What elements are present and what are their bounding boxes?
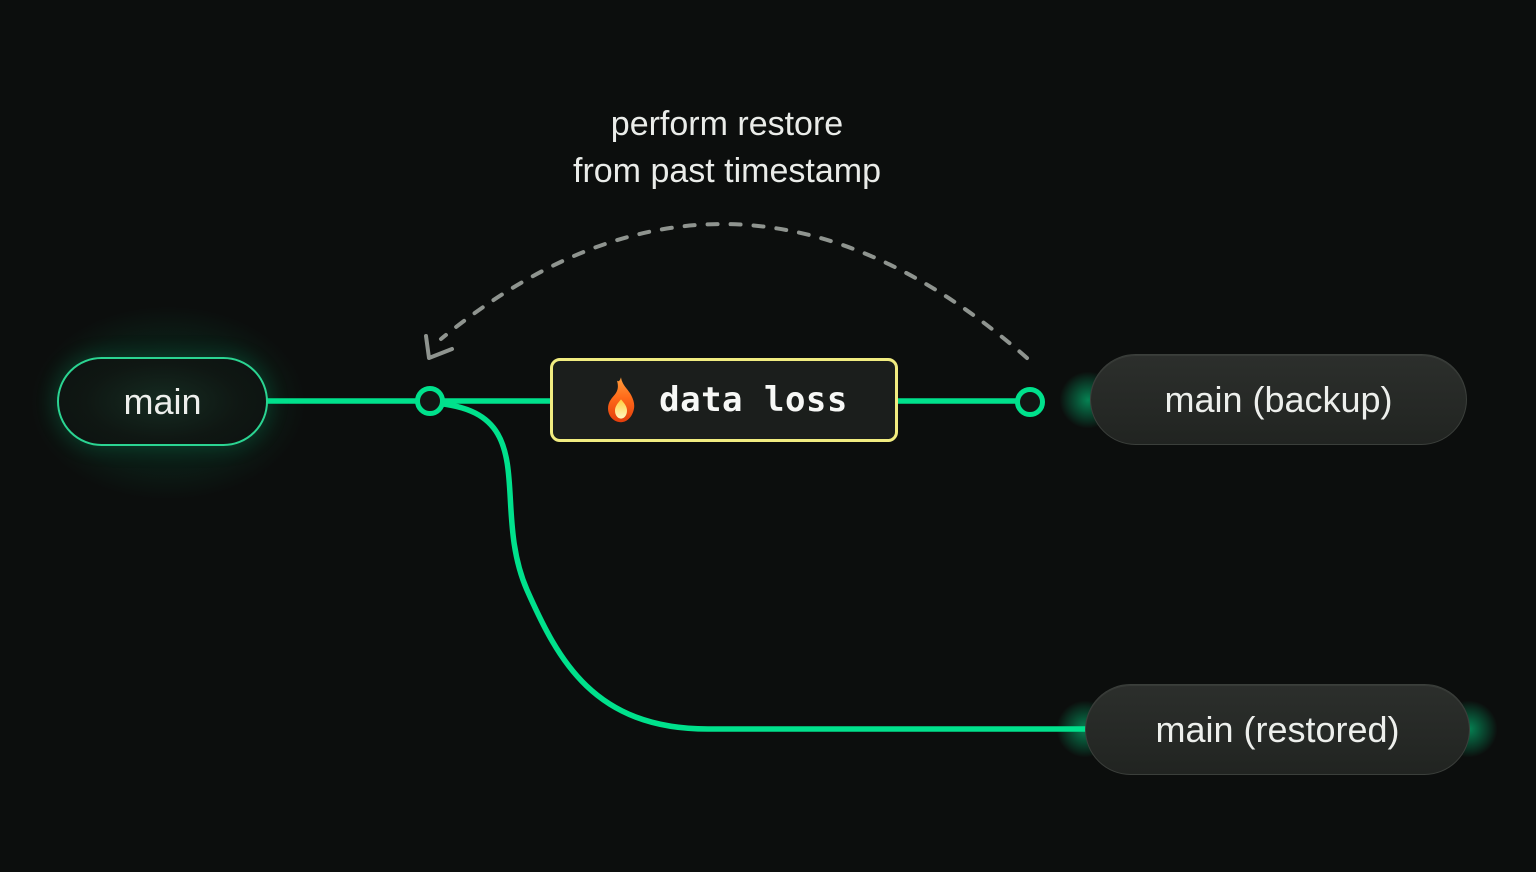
branch-backup-pill: main (backup) [1090,354,1467,445]
restore-arrow-head-icon [424,334,454,360]
data-loss-label: data loss [659,380,848,420]
restore-annotation-line1: perform restore [610,105,844,143]
branch-restored-pill: main (restored) [1085,684,1470,775]
restore-arc-dashed [439,222,1029,360]
commit-node-right [1015,387,1045,417]
branch-main-label: main [123,380,202,422]
branch-main-pill: main [57,357,268,446]
data-loss-box: data loss [550,358,898,442]
commit-node-left [415,386,445,416]
branch-restored-label: main (restored) [1155,708,1400,750]
restore-annotation: perform restore from past timestamp [573,101,881,195]
restore-annotation-line2: from past timestamp [573,152,881,190]
fire-icon [608,377,635,423]
branch-backup-label: main (backup) [1164,378,1393,420]
branch-line-restored [430,400,1095,732]
